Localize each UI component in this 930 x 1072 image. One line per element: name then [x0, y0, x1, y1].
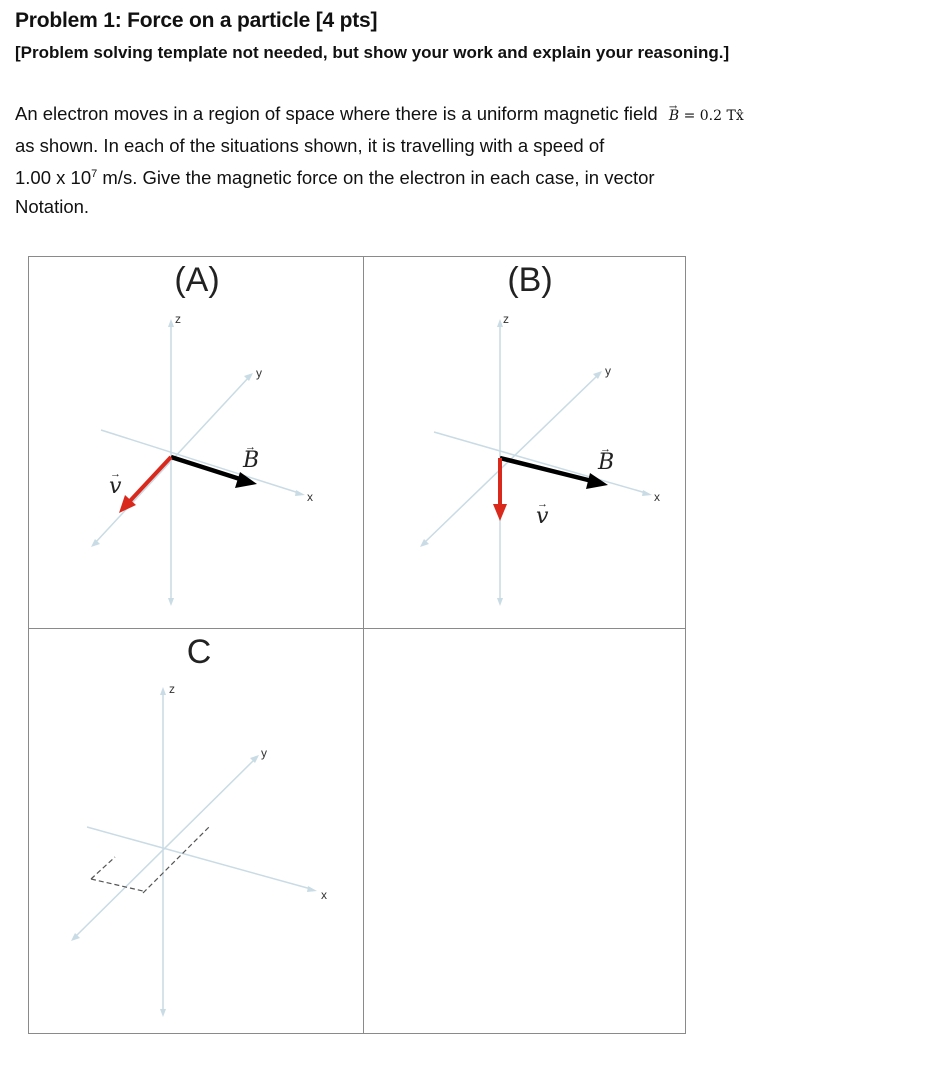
- speed-exponent: 7: [91, 168, 98, 180]
- y-axis-label: y: [261, 746, 267, 760]
- b-value: = 0.2 Tx̂: [683, 108, 744, 124]
- panel-c: C z y x: [29, 629, 363, 1033]
- y-axis-label: y: [605, 364, 611, 378]
- panel-a: (A) z y x B → v →: [29, 257, 363, 628]
- z-axis-label: z: [175, 312, 181, 326]
- statement-line-2: as shown. In each of the situations show…: [15, 135, 605, 156]
- x-axis-label: x: [321, 888, 327, 902]
- statement-line-3: 1.00 x 107 m/s. Give the magnetic force …: [15, 160, 915, 192]
- x-axis-label: x: [307, 490, 313, 504]
- diagram-grid: (A) z y x B → v →: [28, 256, 686, 1034]
- svg-text:→: →: [600, 443, 611, 455]
- statement-line-4: Notation.: [15, 196, 90, 218]
- panel-b: (B) z y x B → v →: [364, 257, 685, 628]
- panel-b-diagram: z y x B → v →: [420, 312, 660, 606]
- field-vector-label: B: [242, 448, 259, 473]
- velocity-vector: [127, 455, 173, 504]
- grid-divider-horizontal: [29, 628, 685, 629]
- problem-instructions: [Problem solving template not needed, bu…: [15, 43, 730, 62]
- panel-c-label: C: [186, 633, 212, 671]
- z-axis-label: z: [169, 682, 175, 696]
- statement-text-3: m/s. Give the magnetic force on the elec…: [97, 167, 655, 189]
- statement-text-1: An electron moves in a region of space w…: [15, 103, 658, 124]
- field-vector: [170, 454, 244, 483]
- panel-c-diagram: z y x: [71, 682, 327, 1017]
- field-vector-label: B: [597, 450, 614, 475]
- x-axis-label: x: [654, 490, 660, 504]
- panel-a-label: (A): [174, 261, 220, 299]
- velocity-vector-label: v: [109, 474, 122, 499]
- grid-divider-vertical: [363, 257, 364, 1033]
- y-axis-label: y: [256, 366, 262, 380]
- panel-a-diagram: z y x B → v →: [91, 312, 313, 606]
- svg-text:→: →: [110, 468, 121, 480]
- z-axis-arrowhead: [168, 319, 174, 327]
- z-axis-label: z: [503, 312, 509, 326]
- panel-b-label: (B): [507, 261, 553, 299]
- speed-mantissa: 1.00 x 10: [15, 167, 92, 189]
- problem-statement: An electron moves in a region of space w…: [15, 99, 915, 221]
- b-vector-symbol: →B: [668, 102, 680, 124]
- svg-text:→: →: [537, 498, 548, 510]
- problem-title: Problem 1: Force on a particle [4 pts]: [15, 9, 378, 32]
- velocity-vector-label: v: [536, 504, 549, 529]
- magnetic-field-expression: →B = 0.2 Tx̂: [669, 102, 744, 124]
- svg-text:→: →: [245, 441, 256, 453]
- statement-line-1: An electron moves in a region of space w…: [15, 99, 915, 131]
- field-vector: [499, 455, 593, 484]
